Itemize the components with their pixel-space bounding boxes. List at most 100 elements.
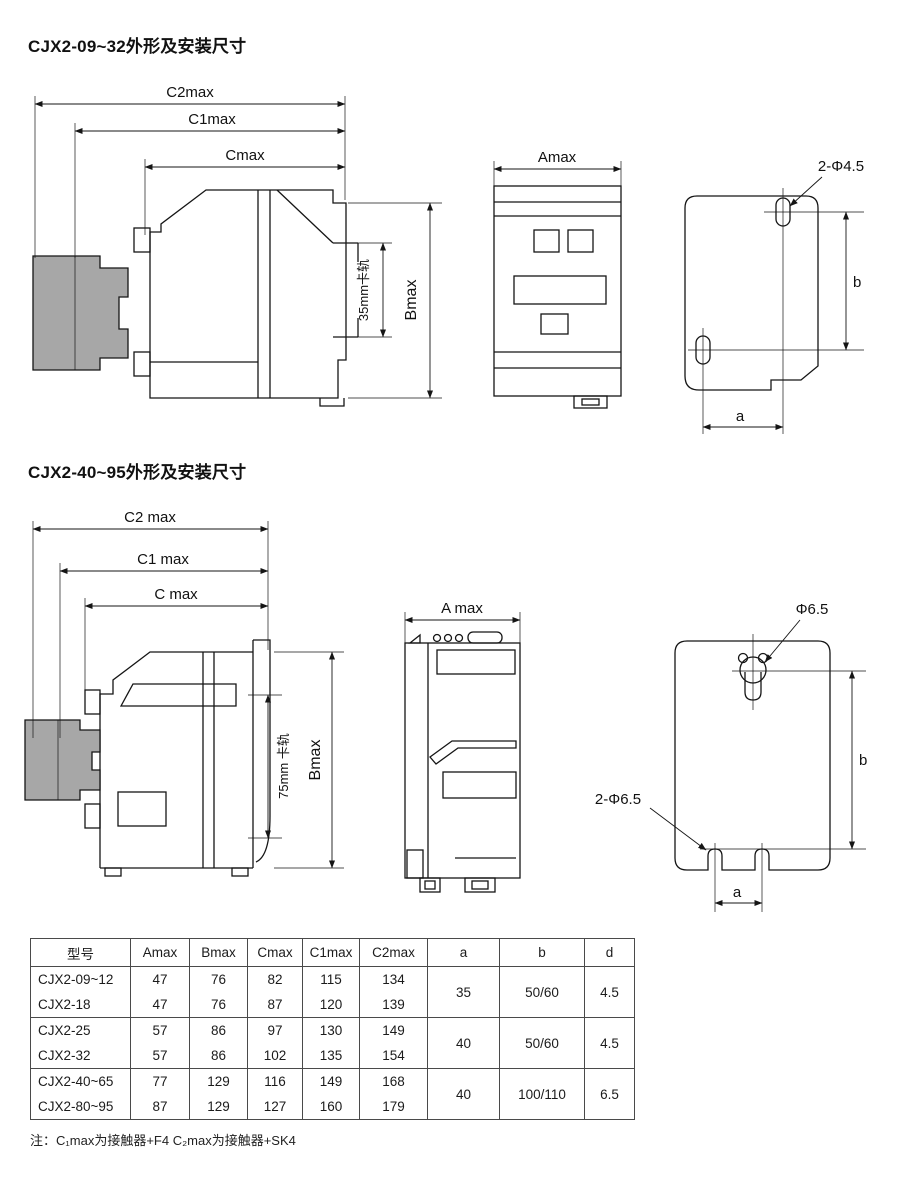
col-header-amax: Amax (130, 938, 190, 967)
dim-label-rail-75: 75mm 卡轨 (276, 733, 291, 799)
cell-c1max: 149 (302, 1068, 360, 1094)
cell-amax: 87 (130, 1094, 190, 1120)
dim-label-cmax-large: C max (154, 586, 198, 603)
cell-cmax: 102 (247, 1043, 303, 1069)
dim-label-c2max-large: C2 max (124, 509, 176, 526)
dimension-a-large: a (714, 884, 763, 907)
drawing-4095-front-view: A max (404, 600, 521, 893)
cell-d: 6.5 (584, 1068, 635, 1120)
cell-cmax: 127 (247, 1094, 303, 1120)
cell-c2max: 179 (359, 1094, 428, 1120)
col-header-c1max: C1max (302, 938, 360, 967)
dim-label-c1max-large: C1 max (137, 551, 189, 568)
cell-cmax: 87 (247, 992, 303, 1018)
dimension-bmax: Bmax (348, 202, 442, 399)
cell-c1max: 120 (302, 992, 360, 1018)
holes-bottom-label: 2-Φ6.5 (595, 791, 641, 808)
dim-label-a: a (736, 408, 745, 425)
dimension-bmax-large: Bmax (274, 651, 344, 869)
table-row: CJX2-32 57 86 102 135 154 (30, 1043, 635, 1069)
cell-bmax: 86 (189, 1043, 248, 1069)
table-row: CJX2-18 47 76 87 120 139 (30, 992, 635, 1018)
dim-label-a-large: a (733, 884, 742, 901)
hole-label: 2-Φ4.5 (818, 158, 864, 175)
cell-a: 35 (427, 966, 500, 1018)
col-header-a: a (427, 938, 500, 967)
cell-amax: 47 (130, 992, 190, 1018)
dimension-c1max-large: C1 max (59, 551, 269, 738)
section2-title: CJX2-40~95外形及安装尺寸 (28, 463, 247, 482)
cell-model: CJX2-40~65 (30, 1068, 131, 1094)
cell-c2max: 168 (359, 1068, 428, 1094)
cell-model: CJX2-09~12 (30, 966, 131, 992)
dimension-b: b (842, 211, 861, 351)
dim-label-c2max: C2max (166, 84, 214, 101)
cell-b: 100/110 (499, 1068, 585, 1120)
table-row: CJX2-40~65 77 129 116 149 168 40 100/110… (30, 1068, 635, 1120)
cell-a: 40 (427, 1017, 500, 1069)
dimension-amax-large: A max (404, 600, 521, 643)
dim-label-cmax: Cmax (225, 147, 265, 164)
cell-bmax: 76 (189, 966, 248, 992)
dimension-c2max: C2max (34, 84, 346, 258)
callout-hole-top: Φ6.5 (764, 601, 829, 663)
dimension-rail-75mm: 75mm 卡轨 (248, 694, 291, 839)
cell-amax: 57 (130, 1043, 190, 1069)
cell-cmax: 97 (247, 1017, 303, 1043)
drawing-0932-mounting-view: 2-Φ4.5 b a (684, 158, 864, 434)
cell-bmax: 129 (189, 1068, 248, 1094)
din-rail-clip (253, 639, 271, 863)
cell-b: 50/60 (499, 1017, 585, 1069)
callout-holes-bottom: 2-Φ6.5 (595, 791, 707, 851)
dimension-c2max-large: C2 max (32, 509, 269, 738)
dimension-c1max: C1max (74, 111, 346, 258)
section1-title: CJX2-09~32外形及安装尺寸 (28, 37, 247, 56)
cell-d: 4.5 (584, 966, 635, 1018)
coil-block (32, 255, 129, 371)
coil-block-large (24, 719, 101, 801)
dimension-rail-35mm: 35mm卡轨 (340, 242, 392, 338)
contactor-front-body (493, 185, 622, 409)
col-header-d: d (584, 938, 635, 967)
cell-c1max: 135 (302, 1043, 360, 1069)
cell-amax: 57 (130, 1017, 190, 1043)
footnote: 注：C₁max为接触器+F4 C₂max为接触器+SK4 (30, 1133, 296, 1148)
dim-label-c1max: C1max (188, 111, 236, 128)
dim-label-bmax: Bmax (403, 280, 420, 321)
col-header-model: 型号 (30, 938, 131, 967)
cell-amax: 77 (130, 1068, 190, 1094)
drawing-4095-side-view: 75mm 卡轨 Bmax C2 max C1 max C max (24, 509, 344, 877)
cell-model: CJX2-18 (30, 992, 131, 1018)
cell-a: 40 (427, 1068, 500, 1120)
cell-c1max: 130 (302, 1017, 360, 1043)
hole-top-label: Φ6.5 (796, 601, 829, 618)
cell-c2max: 154 (359, 1043, 428, 1069)
cell-bmax: 86 (189, 1017, 248, 1043)
cell-bmax: 129 (189, 1094, 248, 1120)
dimension-a: a (702, 408, 784, 431)
dim-label-b: b (853, 274, 861, 291)
dim-label-b-large: b (859, 752, 867, 769)
contactor-side-profile (32, 189, 359, 407)
dimension-cmax-large: C max (84, 586, 269, 700)
drawing-4095-mounting-view: Φ6.5 2-Φ6.5 b a (595, 601, 867, 912)
dim-label-amax: Amax (538, 149, 577, 166)
cell-c2max: 134 (359, 966, 428, 992)
nameplate (513, 275, 607, 305)
mounting-plate-large (674, 640, 831, 871)
dim-label-amax-large: A max (441, 600, 483, 617)
col-header-b: b (499, 938, 585, 967)
col-header-c2max: C2max (359, 938, 428, 967)
cell-bmax: 76 (189, 992, 248, 1018)
cell-b: 50/60 (499, 966, 585, 1018)
col-header-bmax: Bmax (189, 938, 248, 967)
contactor-front-body-large (404, 631, 521, 893)
drawing-0932-front-view: Amax (493, 149, 622, 409)
mounting-plate (684, 195, 819, 391)
dimension-b-large: b (848, 670, 867, 850)
cell-c2max: 149 (359, 1017, 428, 1043)
dimension-cmax: Cmax (144, 147, 346, 235)
cell-amax: 47 (130, 966, 190, 992)
cell-cmax: 116 (247, 1068, 303, 1094)
